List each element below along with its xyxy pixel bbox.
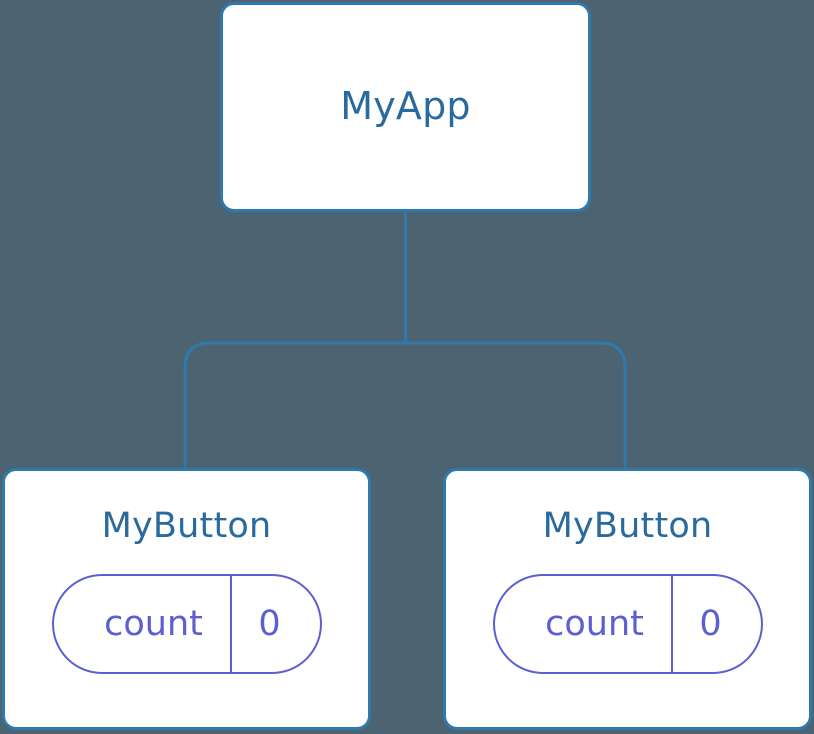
component-name-label: MyButton xyxy=(542,506,713,546)
state-value-label: 0 xyxy=(229,575,320,672)
connector-branch-right xyxy=(405,341,627,468)
component-node-mybutton-1[interactable]: MyButton count 0 xyxy=(2,468,371,730)
component-node-mybutton-2[interactable]: MyButton count 0 xyxy=(443,468,812,730)
component-name-label: MyApp xyxy=(340,84,471,129)
component-name-label: MyButton xyxy=(101,506,272,546)
state-key-label: count xyxy=(104,603,203,644)
state-key-label: count xyxy=(545,603,644,644)
state-value-label: 0 xyxy=(670,575,761,672)
connector-branch-left xyxy=(183,341,406,468)
component-node-myapp[interactable]: MyApp xyxy=(220,2,591,212)
state-pill[interactable]: count 0 xyxy=(492,573,763,674)
state-pill[interactable]: count 0 xyxy=(51,573,322,674)
